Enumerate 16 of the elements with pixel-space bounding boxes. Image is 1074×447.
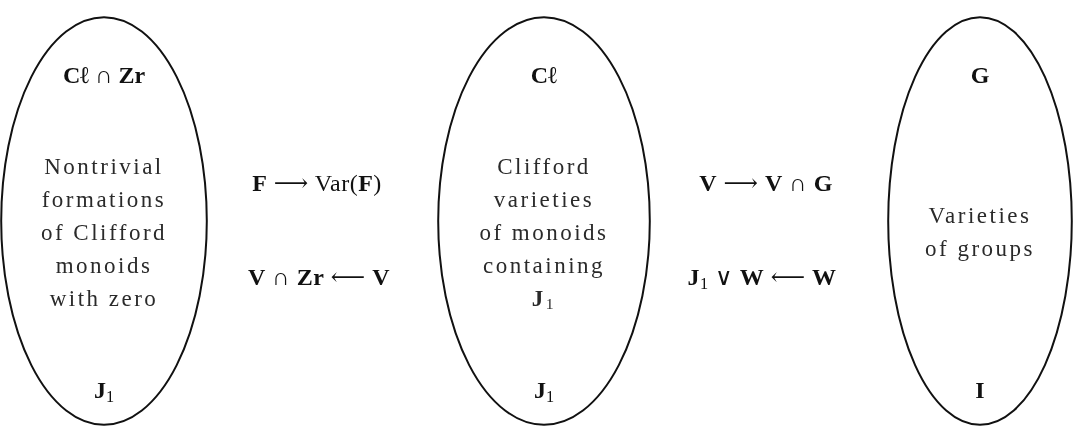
mapping-formula: V ∩ Zr ⟵ V bbox=[247, 262, 391, 292]
formula-label: G bbox=[970, 60, 990, 90]
formula-label: J$_{1}$ bbox=[93, 375, 115, 405]
formula-label: Cℓ bbox=[530, 60, 558, 90]
mapping-formula: V ⟶ V ∩ G bbox=[699, 168, 833, 198]
description-text: Varieties of groups bbox=[924, 202, 1036, 263]
ellipse-node bbox=[437, 16, 651, 426]
mapping-formula: J$_{1}$ ∨ W ⟵ W bbox=[687, 262, 837, 292]
formula-label: Cℓ ∩ Zr bbox=[62, 60, 146, 90]
mapping-formula: F ⟶ Var(F) bbox=[252, 168, 382, 198]
description-text: Clifford varieties of monoids containing J$_{1}$ bbox=[478, 152, 610, 315]
formula-label: J$_{1}$ bbox=[533, 375, 555, 405]
description-text: Nontrivial formations of Clifford monoids with zero bbox=[39, 152, 169, 313]
formula-label: I bbox=[975, 375, 985, 405]
ellipse-node bbox=[0, 16, 208, 426]
ellipse-node bbox=[887, 16, 1073, 426]
